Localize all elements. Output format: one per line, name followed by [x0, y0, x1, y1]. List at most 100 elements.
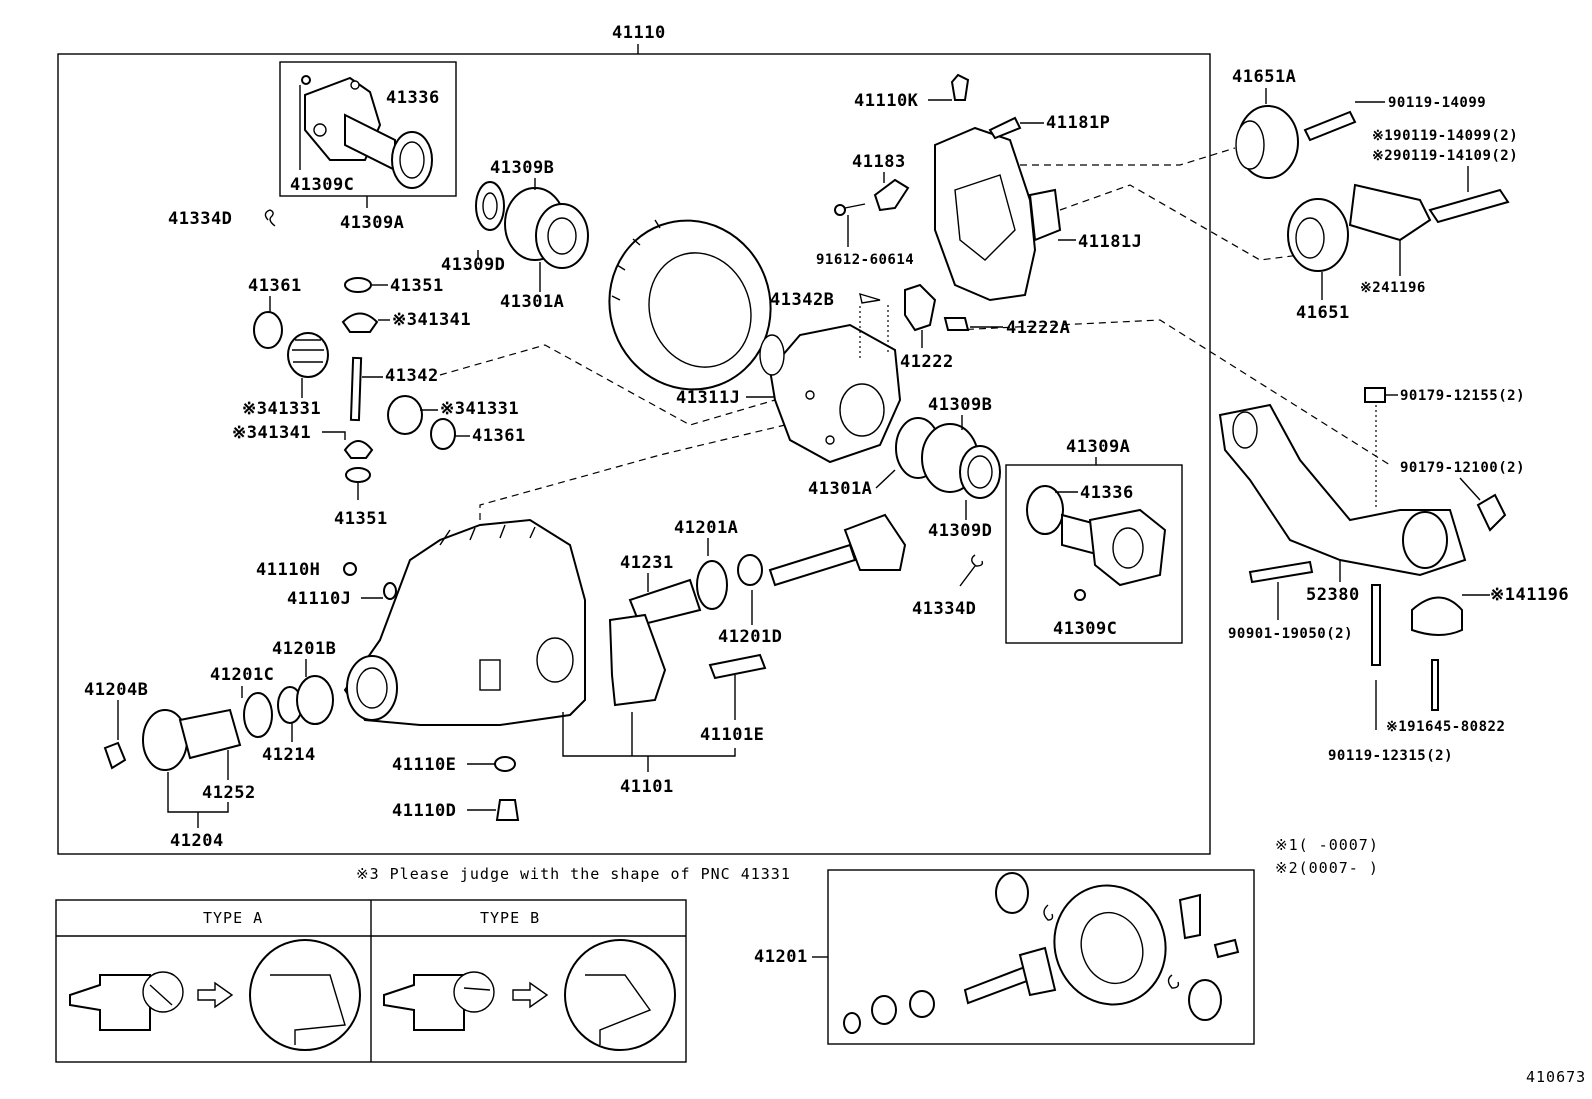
bolt-90119-14109-part	[1428, 188, 1510, 224]
mount-41196-part	[1348, 183, 1432, 242]
callout-41110D: 41110D	[392, 801, 456, 821]
callout-41301A-mid: 41301A	[808, 479, 872, 499]
callout-41311J: 41311J	[676, 388, 740, 408]
bolt-90901-part	[1248, 560, 1314, 584]
callout-41222: 41222	[900, 352, 954, 372]
plug-41110H-part	[343, 562, 357, 576]
type-a-header: TYPE A	[203, 909, 263, 927]
callout-41181J: 41181J	[1078, 232, 1142, 252]
callout-41204B: 41204B	[84, 680, 148, 700]
bearing-41201A-part	[696, 554, 763, 610]
callout-41334D-mid: 41334D	[912, 599, 976, 619]
inset-label-41201: 41201	[754, 947, 808, 967]
callout-41651A: 41651A	[1232, 67, 1296, 87]
callout-90119-14109-2: ※290119-14109(2)	[1372, 148, 1518, 164]
inset-41201-box	[827, 869, 1255, 1045]
callout-41252: 41252	[202, 783, 256, 803]
callout-41201D: 41201D	[718, 627, 782, 647]
companion-flange-mid-part	[1026, 485, 1167, 587]
bolt-90119-12315-part	[1371, 584, 1381, 666]
carrier-cover-part	[934, 126, 1062, 302]
callout-41101: 41101	[620, 777, 674, 797]
snap-ring-mid-icon	[971, 554, 984, 567]
type-b-illustration	[383, 939, 676, 1051]
callout-41336-top: 41336	[386, 88, 440, 108]
callout-41183: 41183	[852, 152, 906, 172]
bolt-90119-14099-part	[1303, 110, 1357, 142]
callout-41309A-box: 41309A	[1066, 437, 1130, 457]
bolt-91612-part	[834, 204, 846, 216]
inset-gear-set	[843, 872, 1240, 1034]
plug-41110E-part	[494, 756, 516, 772]
stopper-41196-part	[1411, 596, 1463, 636]
callout-41196-top: ※241196	[1360, 280, 1426, 296]
side-gear-right-part	[387, 395, 423, 435]
main-assembly-frame	[57, 53, 1211, 855]
thrust-washer-part	[253, 311, 283, 349]
callout-90119-14099: 90119-14099	[1388, 95, 1486, 111]
callout-41341-left: ※341341	[232, 423, 311, 443]
note-line-1: ※1( -0007)	[1275, 836, 1379, 854]
callout-91612-60614: 91612-60614	[816, 252, 914, 268]
bearing-cap-41101-part	[608, 613, 667, 707]
oil-seal-41183-part	[873, 178, 910, 212]
bolt-41181P-part	[988, 116, 1022, 140]
bolt-91645-part	[1431, 659, 1439, 711]
type-footnote: ※3 Please judge with the shape of PNC 41…	[356, 865, 791, 883]
snap-ring-icon	[264, 209, 276, 227]
callout-41351-bottom: 41351	[334, 509, 388, 529]
mount-cushion-41651-part	[1287, 198, 1349, 272]
gasket-41110J-part	[383, 582, 397, 600]
differential-case-part	[759, 323, 902, 464]
callout-41361-right: 41361	[472, 426, 526, 446]
callout-41331-right: ※341331	[440, 399, 519, 419]
callout-90179-12155: 90179-12155(2)	[1400, 388, 1525, 404]
pinion-shaft-part	[349, 356, 363, 422]
callout-41204: 41204	[170, 831, 224, 851]
assembly-number-label: 41110	[612, 23, 666, 43]
callout-90901-19050: 90901-19050(2)	[1228, 626, 1353, 642]
callout-41222A: 41222A	[1006, 318, 1070, 338]
callout-41196-low: ※141196	[1490, 585, 1569, 605]
callout-41214: 41214	[262, 745, 316, 765]
bearing-mid-part	[895, 417, 1001, 499]
pinion-washer-lower-part	[345, 467, 371, 483]
callout-41341-top: ※341341	[392, 310, 471, 330]
callout-41351-top: 41351	[390, 276, 444, 296]
callout-41334D-left: 41334D	[168, 209, 232, 229]
callout-41101E: 41101E	[700, 725, 764, 745]
callout-41301A-top: 41301A	[500, 292, 564, 312]
callout-41309C-box: 41309C	[1053, 619, 1117, 639]
callout-41651: 41651	[1296, 303, 1350, 323]
callout-41110H: 41110H	[256, 560, 320, 580]
callout-90179-12100: 90179-12100(2)	[1400, 460, 1525, 476]
plug-41110D-part	[495, 799, 520, 821]
callout-41309C-top: 41309C	[290, 175, 354, 195]
callout-41331-left: ※341331	[242, 399, 321, 419]
callout-41309B-mid: 41309B	[928, 395, 992, 415]
support-member-52380-part	[1218, 403, 1467, 577]
ring-gear-part	[608, 219, 772, 391]
callout-41336-box: 41336	[1080, 483, 1134, 503]
callout-91645-80822: ※191645-80822	[1386, 719, 1505, 735]
bolt-90179-12155-part	[1364, 387, 1386, 403]
image-code: 410673	[1526, 1068, 1586, 1086]
callout-41309A-top: 41309A	[340, 213, 404, 233]
bracket-41222-part	[904, 283, 937, 332]
companion-flange-41204-part	[142, 675, 334, 771]
thrust-washer-right-part	[430, 418, 456, 450]
callout-90119-12315: 90119-12315(2)	[1328, 748, 1453, 764]
callout-41201B: 41201B	[272, 639, 336, 659]
pinion-washer-part	[344, 277, 372, 293]
pinion-gear-lower-part	[343, 440, 374, 459]
callout-41342B: 41342B	[770, 290, 834, 310]
callout-41110J: 41110J	[287, 589, 351, 609]
callout-41231: 41231	[620, 553, 674, 573]
callout-41309D-mid: 41309D	[928, 521, 992, 541]
sub-assembly-41309A-box	[279, 61, 457, 197]
companion-flange-part	[299, 75, 433, 189]
bolt-41222A-part	[943, 317, 970, 331]
bearing-top-part	[475, 181, 589, 269]
breather-plug-part	[950, 73, 970, 101]
